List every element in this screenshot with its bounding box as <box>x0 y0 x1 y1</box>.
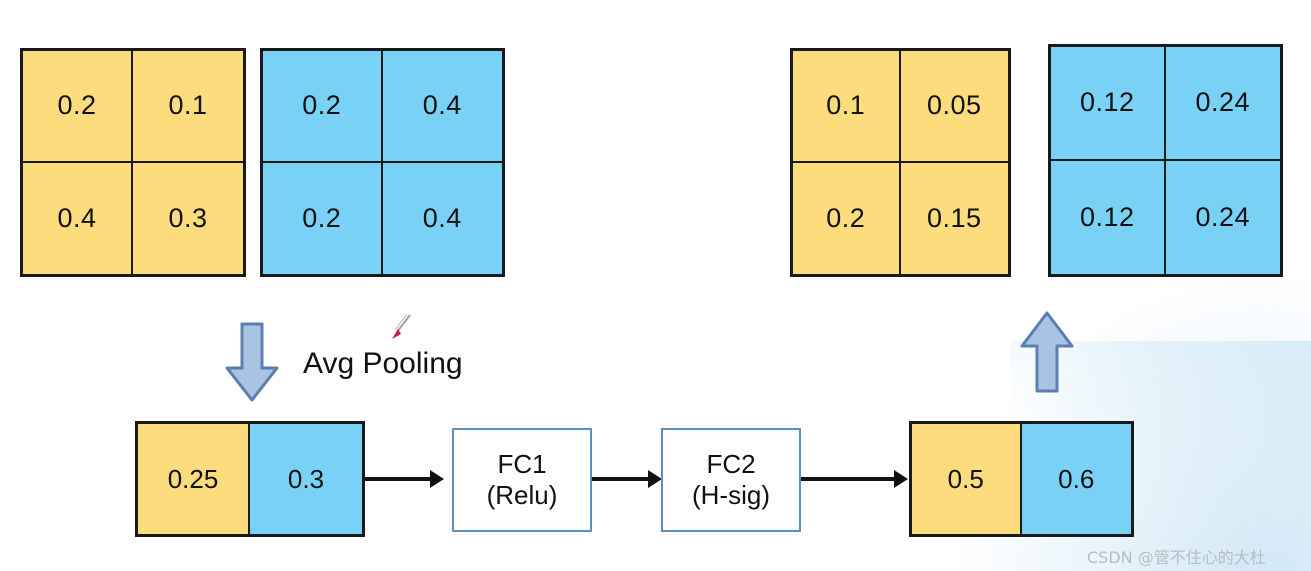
matrix-cell: 0.2 <box>793 162 901 274</box>
output-map-yellow: 0.1 0.05 0.2 0.15 <box>790 48 1011 277</box>
fc2-title: FC2 <box>706 449 756 480</box>
scale-up-arrow <box>1019 310 1075 394</box>
pooled-vector: 0.25 0.3 <box>135 421 365 537</box>
matrix-cell: 0.12 <box>1051 160 1166 274</box>
vector-cell: 0.3 <box>250 424 362 534</box>
matrix-cell: 0.24 <box>1165 160 1280 274</box>
matrix-cell: 0.05 <box>900 51 1008 163</box>
fc1-activation: (Relu) <box>486 480 558 510</box>
matrix-cell: 0.4 <box>23 162 133 274</box>
avg-pooling-down-arrow <box>224 322 280 402</box>
up-arrow-icon <box>1020 311 1074 393</box>
arrow-fc2-to-excitation <box>801 477 905 481</box>
input-map-blue: 0.2 0.4 0.2 0.4 <box>260 48 505 277</box>
fc2-activation: (H-sig) <box>692 480 770 510</box>
matrix-cell: 0.4 <box>382 162 502 274</box>
output-map-blue: 0.12 0.24 0.12 0.24 <box>1048 44 1283 277</box>
matrix-cell: 0.2 <box>263 162 383 274</box>
pen-stroke-icon <box>392 313 411 339</box>
down-arrow-icon <box>225 322 279 402</box>
matrix-cell: 0.2 <box>263 51 383 163</box>
fc1-block: FC1 (Relu) <box>452 428 592 532</box>
vector-cell: 0.25 <box>138 424 250 534</box>
matrix-cell: 0.2 <box>23 51 133 163</box>
matrix-cell: 0.3 <box>133 162 243 274</box>
input-map-yellow: 0.2 0.1 0.4 0.3 <box>20 48 246 277</box>
arrow-fc1-to-fc2 <box>592 477 659 481</box>
fc1-title: FC1 <box>497 449 547 480</box>
csdn-watermark: CSDN @管不住心的大杜 <box>1087 548 1266 567</box>
matrix-cell: 0.4 <box>382 51 502 163</box>
matrix-cell: 0.24 <box>1165 47 1280 161</box>
fc2-block: FC2 (H-sig) <box>661 428 801 532</box>
pen-annotation-icon <box>389 312 415 342</box>
matrix-cell: 0.1 <box>793 51 901 163</box>
vector-cell: 0.5 <box>912 424 1022 534</box>
matrix-cell: 0.1 <box>133 51 243 163</box>
excitation-vector: 0.5 0.6 <box>909 421 1134 537</box>
vector-cell: 0.6 <box>1021 424 1131 534</box>
avg-pooling-label: Avg Pooling <box>303 347 463 380</box>
matrix-cell: 0.15 <box>900 162 1008 274</box>
arrow-pooled-to-fc1 <box>365 477 441 481</box>
matrix-cell: 0.12 <box>1051 47 1166 161</box>
